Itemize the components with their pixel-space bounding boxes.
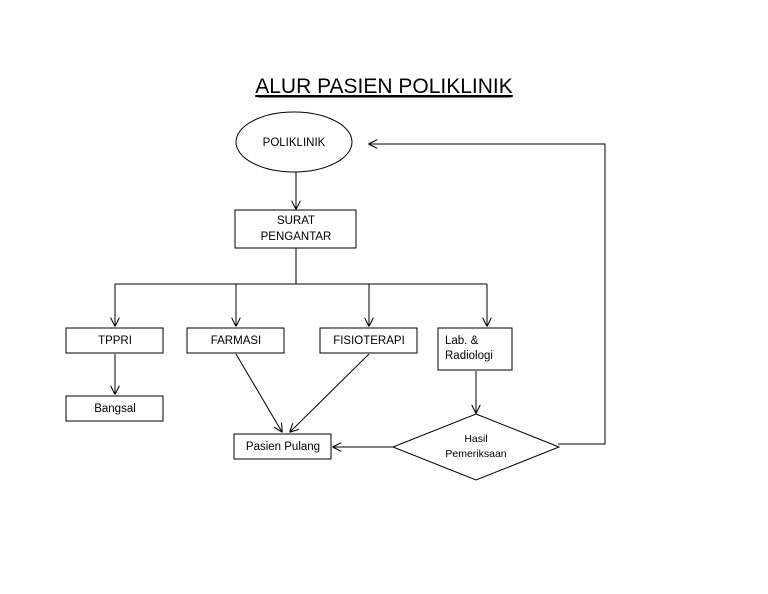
poliklinik-label: POLIKLINIK bbox=[263, 137, 326, 149]
node-pasien-pulang: Pasien Pulang bbox=[233, 433, 332, 460]
lab-radiologi-label-line1: Lab. & bbox=[445, 335, 479, 347]
fisioterapi-box bbox=[319, 327, 418, 354]
bangsal-label: Bangsal bbox=[94, 403, 136, 415]
node-tppri: TPPRI bbox=[65, 327, 164, 354]
farmasi-label: FARMASI bbox=[211, 335, 261, 347]
surat-pengantar-label-line1: SURAT bbox=[277, 215, 315, 227]
node-farmasi: FARMASI bbox=[186, 327, 285, 354]
surat-pengantar-box bbox=[234, 209, 357, 249]
pasien-pulang-label: Pasien Pulang bbox=[246, 441, 320, 453]
edge-fisioterapi-pulang bbox=[290, 353, 370, 432]
lab-radiologi-box bbox=[437, 327, 513, 371]
edge-farmasi-pulang bbox=[235, 353, 282, 432]
node-fisioterapi: FISIOTERAPI bbox=[319, 327, 418, 354]
connectors bbox=[115, 144, 606, 447]
edge-hasil-poliklinik bbox=[369, 144, 606, 445]
poliklinik-ellipse bbox=[235, 111, 353, 173]
hasil-pemeriksaan-label-line2: Pemeriksaan bbox=[445, 448, 506, 460]
node-poliklinik: POLIKLINIK bbox=[235, 111, 353, 173]
pasien-pulang-box bbox=[233, 433, 332, 460]
surat-pengantar-label-line2: PENGANTAR bbox=[261, 231, 332, 243]
bangsal-box bbox=[65, 395, 164, 422]
tppri-box bbox=[65, 327, 164, 354]
tppri-label: TPPRI bbox=[98, 335, 132, 347]
diagram-title: ALUR PASIEN POLIKLINIK bbox=[255, 75, 513, 98]
node-bangsal: Bangsal bbox=[65, 395, 164, 422]
hasil-pemeriksaan-diamond bbox=[391, 413, 561, 481]
node-hasil-pemeriksaan: Hasil Pemeriksaan bbox=[391, 413, 561, 481]
node-lab-radiologi: Lab. & Radiologi bbox=[437, 327, 513, 371]
hasil-pemeriksaan-label-line1: Hasil bbox=[464, 433, 487, 445]
lab-radiologi-label-line2: Radiologi bbox=[445, 350, 493, 362]
node-surat-pengantar: SURAT PENGANTAR bbox=[234, 209, 357, 249]
fisioterapi-label: FISIOTERAPI bbox=[333, 335, 405, 347]
farmasi-box bbox=[186, 327, 285, 354]
